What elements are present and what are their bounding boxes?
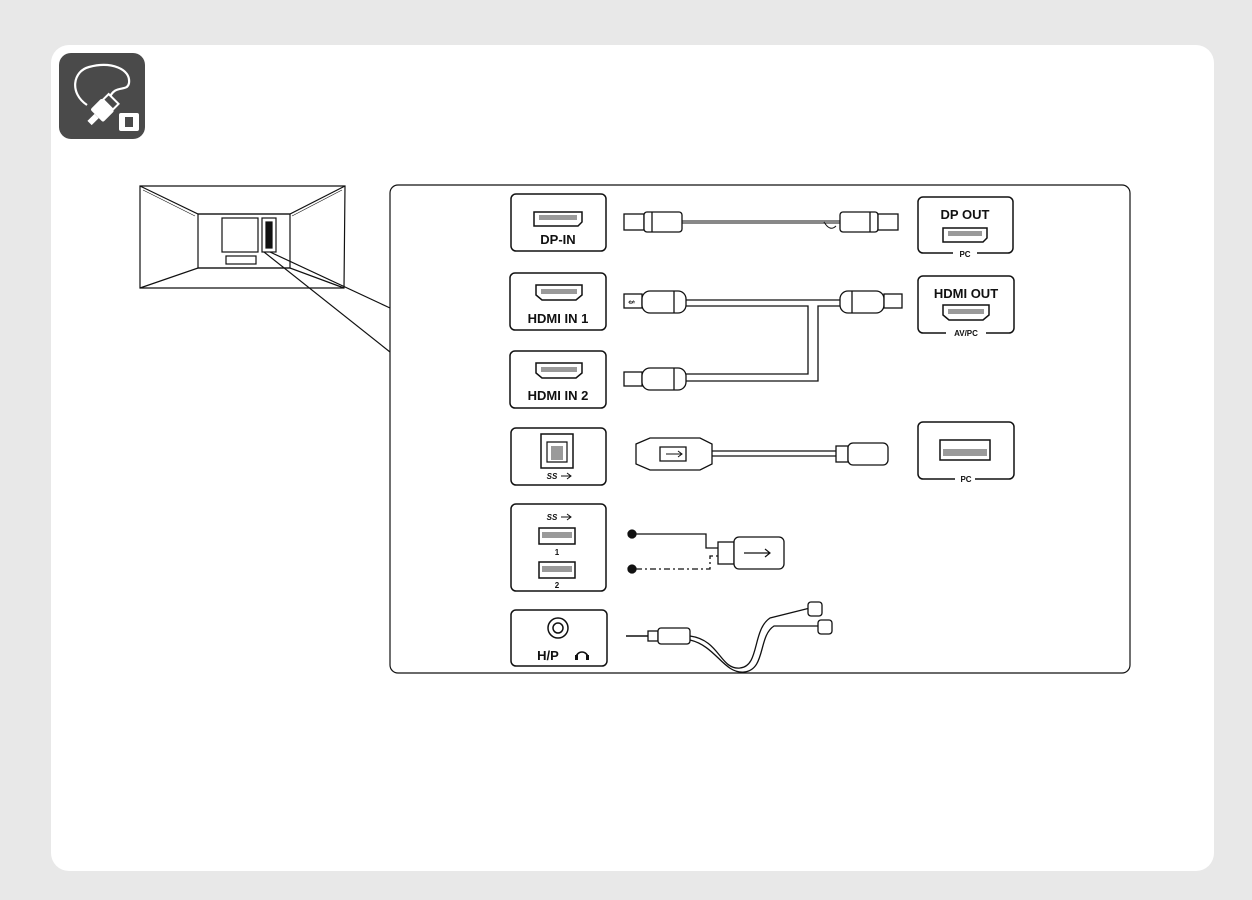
dp-in-label: DP-IN	[540, 232, 575, 247]
usb-upstream-cable	[636, 438, 888, 470]
headphone-cable	[626, 602, 832, 672]
dp-out-title: DP OUT	[941, 207, 990, 222]
hdmi-in-2-port: HDMI IN 2	[510, 351, 606, 408]
zoom-panel	[390, 185, 1130, 673]
usb-pc-device: PC	[918, 422, 1014, 484]
hdmi-out-title: HDMI OUT	[934, 286, 998, 301]
usb-device-plug	[628, 530, 784, 573]
dp-in-port: DP-IN	[511, 194, 606, 251]
headphone-port: H/P	[511, 610, 607, 666]
usb-pc-sub: PC	[960, 475, 971, 484]
hdmi-in-1-label: HDMI IN 1	[528, 311, 589, 326]
hdmi-cables: ⇍	[624, 291, 902, 390]
hdmi-out-sub: AV/PC	[954, 329, 978, 338]
headphone-label: H/P	[537, 648, 559, 663]
hdmi-in-2-label: HDMI IN 2	[528, 388, 589, 403]
dp-out-device: DP OUT PC	[918, 197, 1013, 259]
hdmi-in-1-port: HDMI IN 1	[510, 273, 606, 330]
usb-upstream-ss-mark: SS	[547, 472, 558, 481]
svg-text:⇍: ⇍	[628, 297, 636, 307]
dp-cable	[624, 212, 898, 232]
hdmi-out-device: HDMI OUT AV/PC	[918, 276, 1014, 338]
usb-down-2-label: 2	[555, 581, 560, 590]
usb-downstream-ss-mark: SS	[547, 513, 558, 522]
monitor-back-view	[140, 186, 390, 352]
dp-out-sub: PC	[959, 250, 970, 259]
usb-upstream-port: SS	[511, 428, 606, 485]
usb-downstream-ports: SS 1 2	[511, 504, 606, 591]
usb-down-1-label: 1	[555, 548, 560, 557]
